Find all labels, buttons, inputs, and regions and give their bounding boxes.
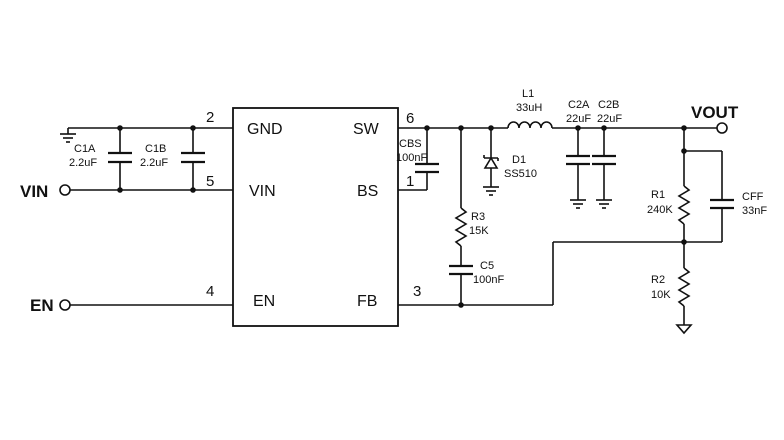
c1a-ref: C1A: [74, 143, 96, 155]
c1b-value: 2.2uF: [140, 157, 168, 169]
c5-ref: C5: [480, 260, 494, 272]
pin-number-sw: 6: [406, 110, 414, 127]
pin-number-vin: 5: [206, 173, 214, 190]
c1b-ref: C1B: [145, 143, 166, 155]
c1a-value: 2.2uF: [69, 157, 97, 169]
r3-c5-branch: [449, 128, 473, 305]
output-capacitors: [566, 128, 616, 209]
r3-value: 15K: [469, 225, 489, 237]
pin-number-fb: 3: [413, 283, 421, 300]
c2b-ref: C2B: [598, 99, 619, 111]
input-network: [60, 127, 233, 306]
net-label-vout: VOUT: [691, 103, 739, 122]
pin-number-bs: 1: [406, 173, 414, 190]
cbs-ref: CBS: [399, 138, 422, 150]
en-terminal: [59, 299, 71, 311]
r2-value: 10K: [651, 289, 671, 301]
feedback-divider: [675, 128, 734, 335]
d1-value: SS510: [504, 168, 537, 180]
c2a-value: 22uF: [566, 113, 591, 125]
c2a-ref: C2A: [568, 99, 590, 111]
feedback-net: [398, 241, 722, 306]
r2-ref: R2: [651, 274, 665, 286]
vin-terminal: [59, 184, 71, 196]
pin-label-en: EN: [253, 293, 275, 310]
c2b-value: 22uF: [597, 113, 622, 125]
cff-value: 33nF: [742, 205, 767, 217]
net-label-en: EN: [30, 296, 54, 315]
ic-body: [232, 107, 399, 327]
d1-ref: D1: [512, 154, 526, 166]
cbs-value: 100nF: [396, 152, 427, 164]
pin-label-gnd: GND: [247, 121, 283, 138]
vout-terminal: [716, 122, 728, 134]
pin-label-sw: SW: [353, 121, 380, 138]
pin-number-en: 4: [206, 283, 214, 300]
pin-label-vin: VIN: [249, 183, 276, 200]
r3-ref: R3: [471, 211, 485, 223]
l1-value: 33uH: [516, 102, 542, 114]
pin-label-bs: BS: [357, 183, 378, 200]
pin-label-fb: FB: [357, 293, 377, 310]
l1-ref: L1: [522, 88, 534, 100]
r1-value: 240K: [647, 204, 673, 216]
r1-ref: R1: [651, 189, 665, 201]
net-label-vin: VIN: [20, 182, 48, 201]
cff-ref: CFF: [742, 191, 764, 203]
c5-value: 100nF: [473, 274, 504, 286]
schottky-diode: [483, 128, 499, 196]
pin-number-gnd: 2: [206, 109, 214, 126]
